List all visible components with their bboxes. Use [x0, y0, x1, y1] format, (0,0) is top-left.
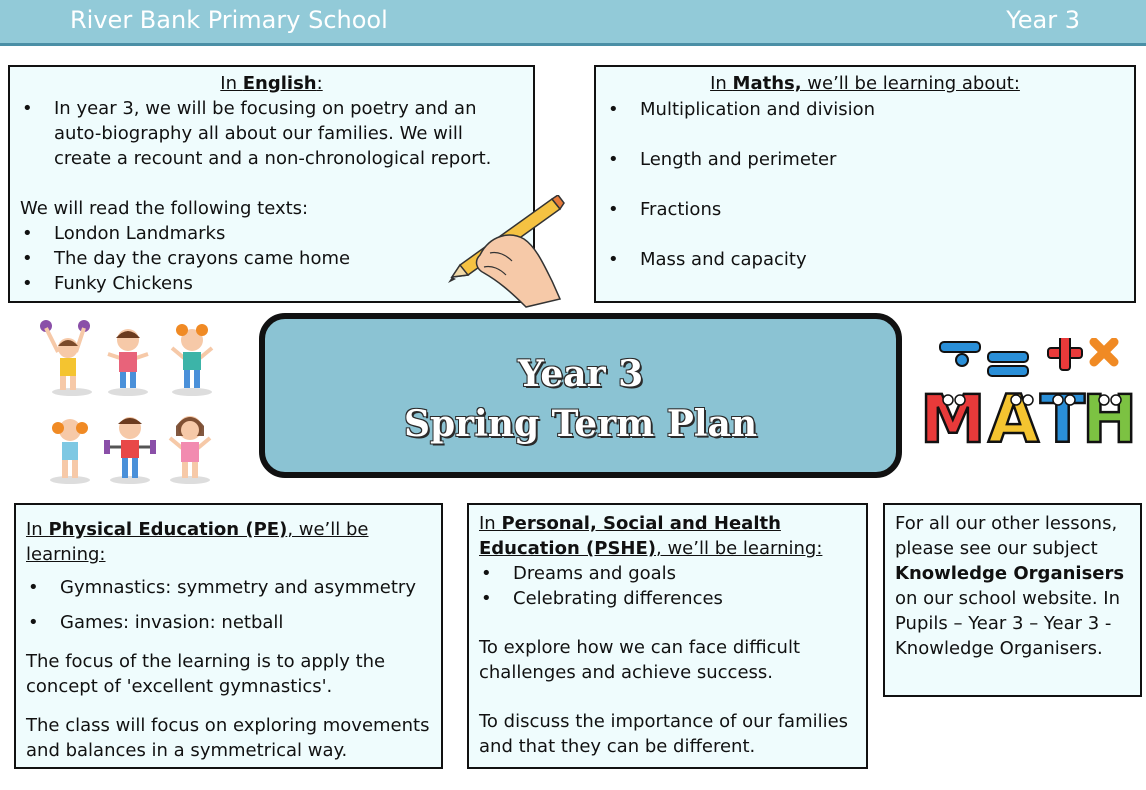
pshe-families-text: To discuss the importance of our familie… — [479, 711, 849, 757]
english-box: In English: In year 3, we will be focusi… — [8, 65, 535, 303]
maths-item: Length and perimeter — [606, 147, 1124, 172]
pshe-title: In Personal, Social and Health Education… — [479, 513, 823, 559]
math-letter-m: M — [920, 381, 986, 450]
english-title: In English: — [220, 73, 323, 94]
pe-item: Gymnastics: symmetry and asymmetry — [26, 575, 431, 600]
term-plan-title-panel: Year 3 Spring Term Plan — [259, 313, 902, 478]
pshe-item: Celebrating differences — [479, 586, 856, 611]
pe-box: In Physical Education (PE), we’ll be lea… — [14, 503, 443, 769]
english-focus-list: In year 3, we will be focusing on poetry… — [20, 96, 523, 171]
child-icon — [104, 417, 156, 484]
pe-focus-text: The focus of the learning is to apply th… — [26, 651, 386, 697]
english-texts-intro: We will read the following texts: — [20, 198, 309, 219]
pshe-success-text: To explore how we can face difficult cha… — [479, 637, 801, 683]
math-symbols-icon — [939, 338, 1119, 377]
title-term-plan: Spring Term Plan — [403, 403, 758, 445]
pe-item: Games: invasion: netball — [26, 610, 431, 635]
hand-pencil-illustration — [448, 195, 565, 308]
pe-list: Gymnastics: symmetry and asymmetry Games… — [26, 575, 431, 635]
child-icon — [168, 416, 212, 484]
kids-exercising-illustration — [40, 320, 214, 484]
maths-item: Fractions — [606, 197, 1124, 222]
maths-box: In Maths, we’ll be learning about: Multi… — [594, 65, 1136, 303]
knowledge-organisers-label: Knowledge Organisers — [895, 563, 1125, 584]
math-letters-illustration: M A T H — [919, 338, 1138, 450]
child-icon — [50, 419, 90, 484]
title-year: Year 3 — [517, 353, 644, 395]
english-texts-list: London Landmarks The day the crayons cam… — [20, 221, 523, 296]
pe-class-text: The class will focus on exploring moveme… — [26, 715, 430, 761]
header-bar: River Bank Primary School Year 3 — [0, 0, 1146, 46]
hand-icon — [475, 234, 562, 308]
child-icon — [40, 320, 92, 396]
math-letter-h: H — [1082, 381, 1137, 450]
pe-title: In Physical Education (PE), we’ll be lea… — [26, 519, 369, 565]
school-name: River Bank Primary School — [70, 6, 388, 34]
other-lessons-box: For all our other lessons, please see ou… — [883, 503, 1142, 697]
pshe-list: Dreams and goals Celebrating differences — [479, 561, 856, 611]
pshe-box: In Personal, Social and Health Education… — [467, 503, 868, 769]
other-text-before: For all our other lessons, please see ou… — [895, 513, 1118, 559]
pshe-item: Dreams and goals — [479, 561, 856, 586]
maths-list: Multiplication and division Length and p… — [606, 97, 1124, 272]
math-letter-t: T — [1040, 381, 1085, 450]
maths-item: Multiplication and division — [606, 97, 1124, 122]
english-text-item: Funky Chickens — [20, 271, 523, 296]
english-focus-item: In year 3, we will be focusing on poetry… — [20, 96, 523, 171]
math-letter-a: A — [988, 381, 1039, 450]
header-year: Year 3 — [1006, 6, 1080, 34]
child-icon — [107, 329, 149, 396]
child-icon — [170, 324, 214, 396]
english-text-item: London Landmarks — [20, 221, 523, 246]
maths-item: Mass and capacity — [606, 247, 1124, 272]
other-text-after: on our school website. In Pupils – Year … — [895, 588, 1121, 659]
english-text-item: The day the crayons came home — [20, 246, 523, 271]
maths-title: In Maths, we’ll be learning about: — [710, 73, 1020, 94]
